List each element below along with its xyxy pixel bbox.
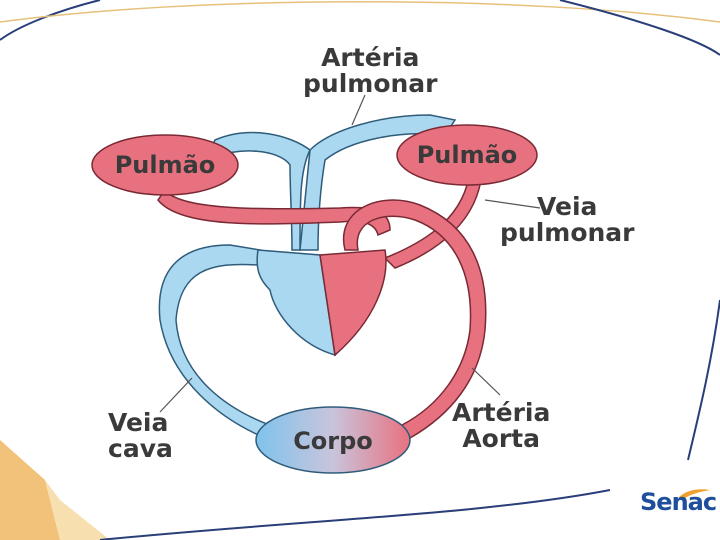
bottom-curve: [99, 489, 611, 540]
left-lung-label: Pulmão: [115, 151, 216, 179]
right-lung-label: Pulmão: [417, 141, 518, 169]
body-organ: Corpo: [255, 406, 411, 474]
venous-vessels: [158, 114, 457, 441]
top-curve: [0, 1, 720, 23]
right-curve: [687, 299, 720, 461]
senac-logo-swoosh-icon: [678, 489, 710, 499]
top-right-curve: [559, 0, 720, 56]
left-heart: [319, 249, 387, 357]
label-arteria-aorta: Artéria Aorta: [452, 398, 551, 453]
pulmonary-vein-left: [157, 188, 391, 237]
label-arteria-pulmonar: Artéria pulmonar: [303, 43, 438, 98]
bottom-left-wedge-inner: [45, 480, 110, 540]
right-lung: Pulmão: [396, 124, 538, 186]
senac-logo: Senac: [640, 488, 717, 516]
label-veia-cava: Veia cava: [108, 408, 173, 463]
label-veia-pulmonar: Veia pulmonar: [500, 192, 635, 247]
body-label: Corpo: [293, 427, 373, 455]
label-pointers: [159, 94, 541, 413]
left-lung: Pulmão: [91, 134, 239, 196]
top-left-curve: [0, 0, 101, 41]
right-heart: [256, 249, 336, 357]
bottom-left-wedge: [0, 440, 60, 540]
